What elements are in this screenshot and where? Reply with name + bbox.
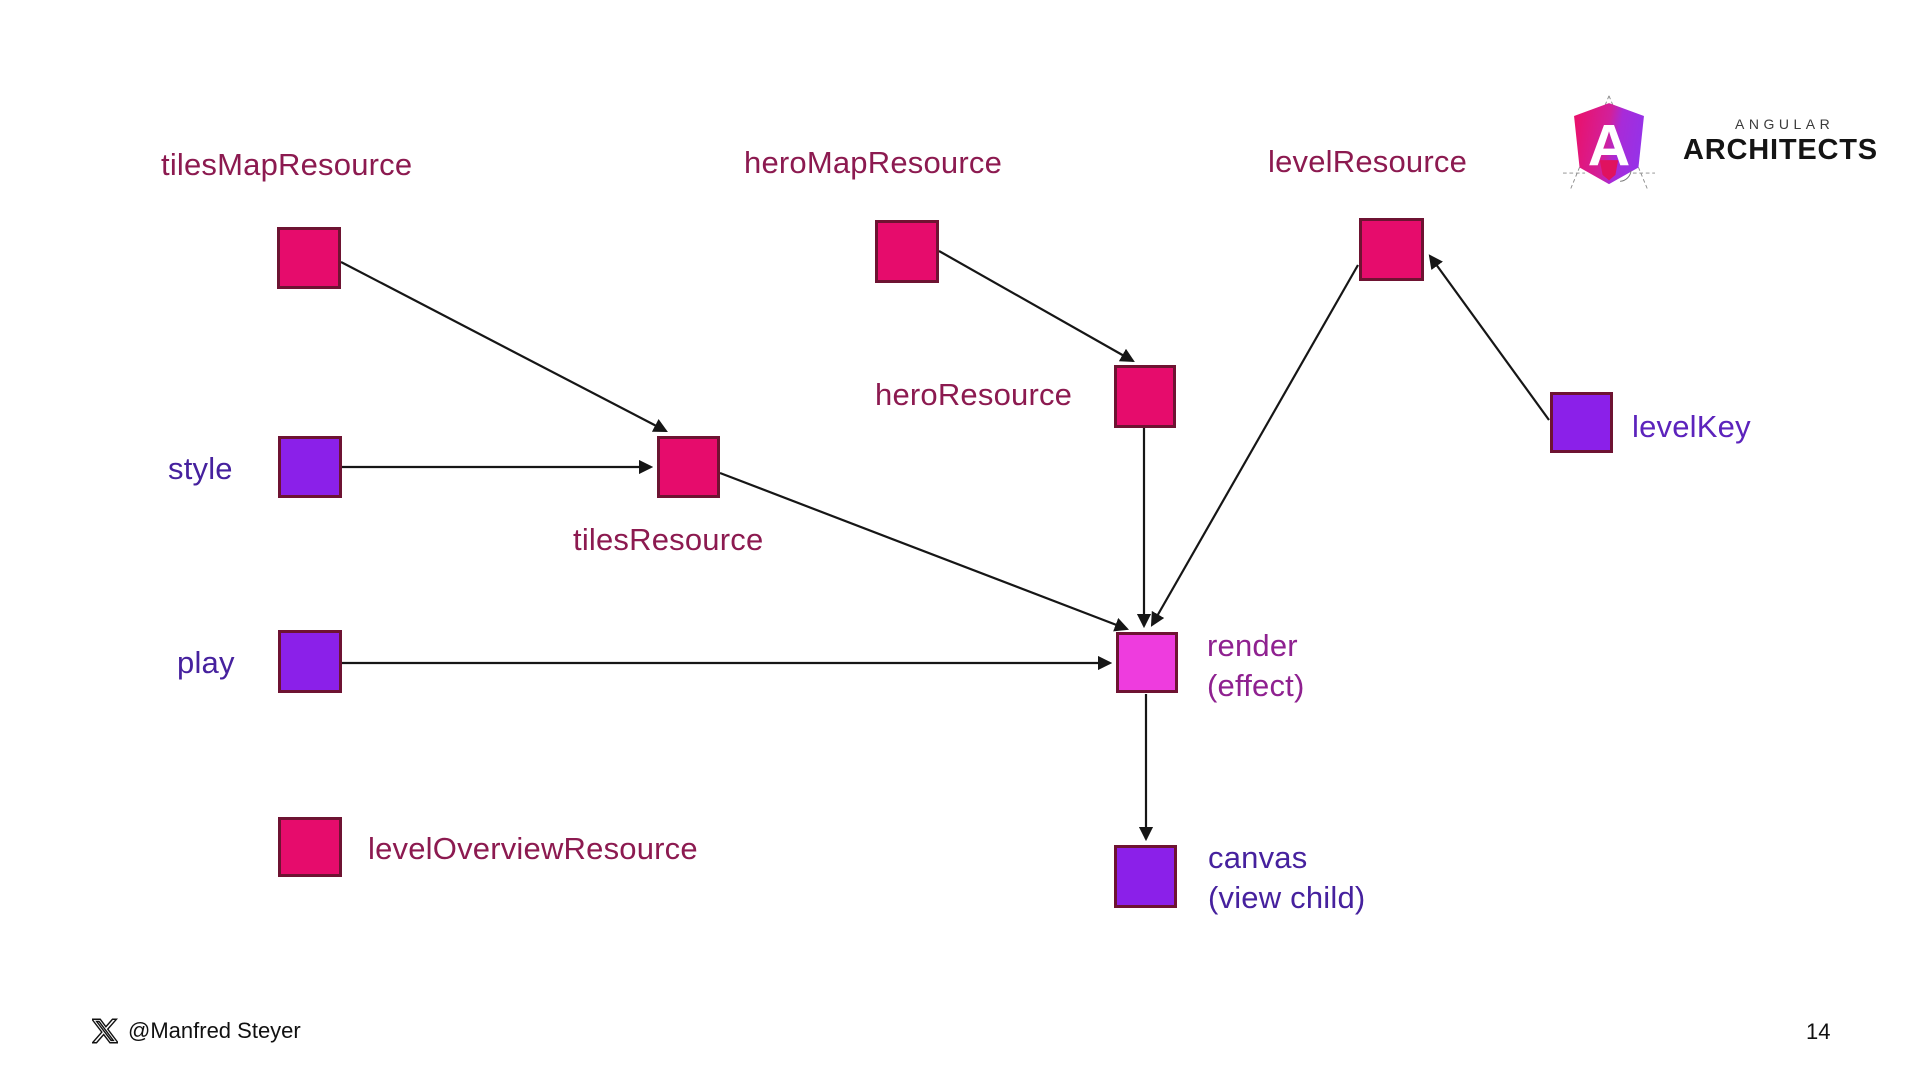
node-square-canvas bbox=[1114, 845, 1177, 908]
node-label-levelKey: levelKey bbox=[1632, 409, 1751, 444]
node-label-render: render (effect) bbox=[1207, 628, 1305, 703]
node-square-heroMapResource bbox=[875, 220, 939, 283]
node-square-play bbox=[278, 630, 342, 693]
node-label-heroResource: heroResource bbox=[875, 377, 1073, 412]
node-label-heroMapResource: heroMapResource bbox=[744, 145, 1003, 180]
node-square-tilesResource bbox=[657, 436, 720, 498]
footer-handle: @Manfred Steyer bbox=[128, 1018, 301, 1043]
footer: @Manfred Steyer bbox=[92, 1018, 301, 1044]
node-square-levelResource bbox=[1359, 218, 1424, 281]
edge-tilesMapResource-to-tilesResource bbox=[340, 261, 668, 432]
edge-heroMapResource-to-heroResource bbox=[938, 250, 1135, 363]
logo-text-angular: ANGULAR bbox=[1735, 116, 1835, 132]
angular-shield-icon: A bbox=[1563, 95, 1655, 190]
angular-architects-logo: A ANGULAR ARCHITECTS bbox=[1563, 92, 1878, 198]
logo-text: ANGULAR ARCHITECTS bbox=[1683, 116, 1878, 167]
node-label-levelResource: levelResource bbox=[1268, 144, 1468, 179]
page-number: 14 bbox=[1806, 1019, 1831, 1044]
node-label-style: style bbox=[168, 451, 233, 486]
node-label-canvas: canvas (view child) bbox=[1208, 840, 1366, 915]
edge-levelKey-to-levelResource bbox=[1428, 254, 1550, 421]
x-logo-icon bbox=[92, 1018, 118, 1044]
node-square-style bbox=[278, 436, 342, 498]
node-label-tilesResource: tilesResource bbox=[573, 522, 764, 557]
edge-levelResource-to-render bbox=[1150, 264, 1359, 627]
node-label-play: play bbox=[177, 645, 235, 680]
node-square-levelOverviewResource bbox=[278, 817, 342, 877]
edge-tilesResource-to-render bbox=[719, 471, 1130, 632]
node-square-levelKey bbox=[1550, 392, 1613, 453]
node-square-render bbox=[1116, 632, 1178, 693]
logo-text-architects: ARCHITECTS bbox=[1683, 134, 1878, 166]
node-label-levelOverviewResource: levelOverviewResource bbox=[368, 831, 698, 866]
node-square-heroResource bbox=[1114, 365, 1176, 428]
node-label-tilesMapResource: tilesMapResource bbox=[161, 147, 413, 182]
node-square-tilesMapResource bbox=[277, 227, 341, 289]
